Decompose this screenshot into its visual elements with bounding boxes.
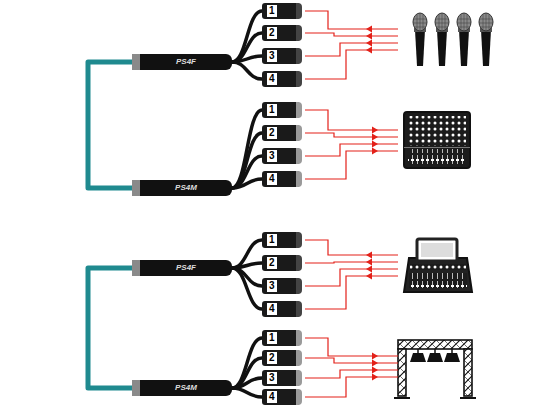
microphone-icon	[413, 13, 427, 66]
microphone-icon	[457, 13, 471, 66]
channel-label: PS4M	[175, 383, 197, 393]
signal-line	[305, 240, 398, 255]
connector-body: PS4F	[132, 54, 232, 70]
fan-cable	[232, 338, 262, 388]
signal-line	[305, 110, 398, 130]
channel-label: 4	[267, 173, 277, 185]
signal-arrowhead	[372, 367, 378, 374]
signal-arrowhead	[366, 40, 372, 47]
signal-arrowhead	[372, 127, 378, 134]
xlr-connector: 3	[262, 48, 302, 64]
snake-cable	[88, 268, 132, 388]
signal-arrowhead	[366, 273, 372, 280]
connector-body: PS4F	[132, 260, 232, 276]
fan-cable	[232, 179, 262, 188]
channel-label: 2	[267, 352, 277, 364]
channel-label: PS4F	[176, 263, 196, 273]
signal-line	[305, 262, 398, 263]
signal-line	[305, 144, 398, 156]
signal-arrowhead	[366, 26, 372, 33]
signal-line	[305, 377, 398, 397]
xlr-connector: 1	[262, 3, 302, 19]
xlr-connector: 1	[262, 330, 302, 346]
xlr-connector: 4	[262, 71, 302, 87]
fan-cable	[232, 388, 262, 397]
signal-line	[305, 276, 398, 309]
fan-cable	[232, 156, 262, 188]
signal-arrowhead	[372, 374, 378, 381]
signal-arrowhead	[372, 134, 378, 141]
channel-label: 2	[267, 257, 277, 269]
signal-line	[305, 11, 398, 29]
channel-label: 1	[267, 104, 277, 116]
signal-arrowhead	[372, 148, 378, 155]
signal-arrowhead	[366, 252, 372, 259]
channel-label: 3	[267, 280, 277, 292]
microphone-icon	[435, 13, 449, 66]
channel-label: 4	[267, 303, 277, 315]
channel-label: 2	[267, 127, 277, 139]
fan-cable	[232, 268, 262, 309]
signal-arrowhead	[372, 353, 378, 360]
connector-body: PS4M	[132, 380, 232, 396]
signal-lines	[305, 11, 398, 397]
fan-cable	[232, 240, 262, 268]
lighting-truss-icon	[394, 340, 476, 398]
channel-label: 1	[267, 5, 277, 17]
signal-line	[305, 151, 398, 179]
signal-arrowhead	[366, 259, 372, 266]
fan-cable	[232, 110, 262, 188]
xlr-connector: 3	[262, 278, 302, 294]
connector-body: PS4M	[132, 180, 232, 196]
channel-label: 3	[267, 50, 277, 62]
xlr-connector: 4	[262, 389, 302, 405]
signal-line	[305, 358, 398, 363]
fan-cable	[232, 358, 262, 388]
digital-console-icon	[404, 239, 472, 292]
xlr-connector: 2	[262, 350, 302, 366]
channel-label: PS4F	[176, 57, 196, 67]
xlr-connector: 4	[262, 171, 302, 187]
channel-label: PS4M	[175, 183, 197, 193]
xlr-connector: 3	[262, 148, 302, 164]
signal-arrowhead	[366, 266, 372, 273]
microphone-icon	[479, 13, 493, 66]
channel-label: 2	[267, 27, 277, 39]
fan-cable	[232, 33, 262, 62]
channel-label: 1	[267, 234, 277, 246]
fan-cable	[232, 133, 262, 188]
xlr-connector: 3	[262, 370, 302, 386]
signal-line	[305, 33, 398, 36]
fan-cable	[232, 11, 262, 62]
xlr-connector: 2	[262, 25, 302, 41]
channel-label: 3	[267, 150, 277, 162]
snake-cable	[88, 62, 132, 188]
xlr-connector: 4	[262, 301, 302, 317]
channel-label: 1	[267, 332, 277, 344]
channel-label: 4	[267, 391, 277, 403]
fan-cable	[232, 378, 262, 388]
signal-line	[305, 50, 398, 79]
channel-label: 3	[267, 372, 277, 384]
signal-arrowhead	[366, 47, 372, 54]
fan-cable	[232, 62, 262, 79]
signal-arrowhead	[372, 141, 378, 148]
signal-arrowhead	[366, 33, 372, 40]
signal-line	[305, 338, 398, 356]
xlr-connector: 2	[262, 125, 302, 141]
signal-arrowhead	[372, 360, 378, 367]
xlr-connector: 2	[262, 255, 302, 271]
signal-line	[305, 269, 398, 286]
xlr-connector: 1	[262, 102, 302, 118]
signal-line	[305, 133, 398, 137]
channel-label: 4	[267, 73, 277, 85]
xlr-connector: 1	[262, 232, 302, 248]
mixer-icon	[404, 112, 470, 168]
